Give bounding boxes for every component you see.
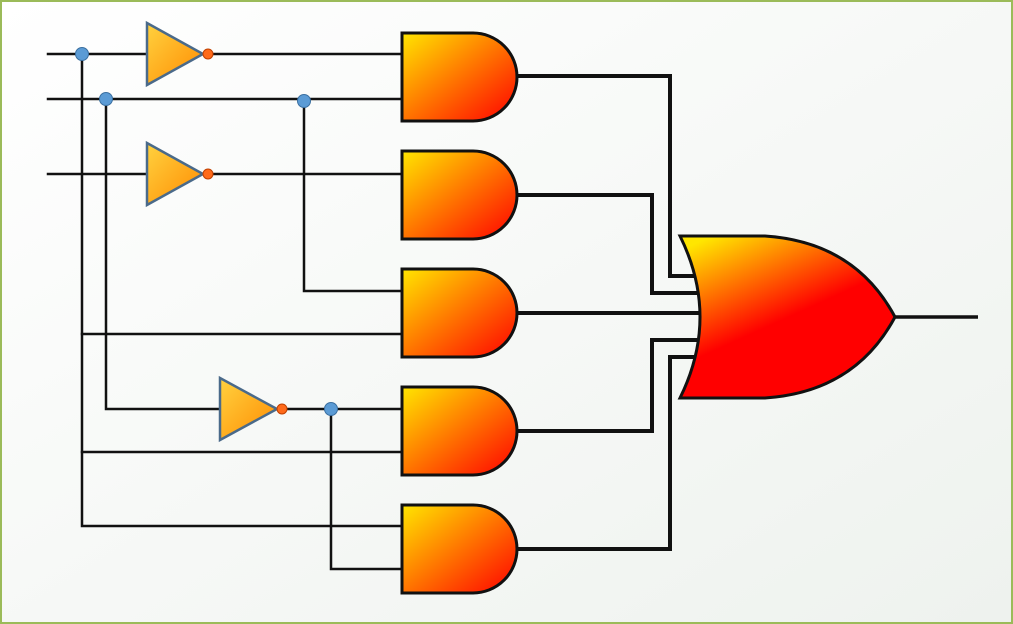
inverter-3 (218, 375, 280, 443)
and-gate-1 (400, 31, 519, 123)
wire-and5-out (517, 355, 698, 551)
and-gate-4 (400, 385, 519, 477)
junction-dot-not-b (324, 402, 338, 416)
inversion-bubble-1 (202, 48, 214, 60)
wire-and2-out (517, 193, 702, 295)
junction-dot-a (75, 47, 89, 61)
junction-dot-b (99, 92, 113, 106)
output-wires (517, 74, 978, 551)
junctions (75, 47, 338, 416)
junction-dot-b-branch (297, 94, 311, 108)
and-gates (400, 31, 519, 595)
inverter-2 (145, 140, 206, 208)
wire-bus-b (104, 97, 222, 411)
and-gate-3 (400, 267, 519, 359)
and-gate-2 (400, 149, 519, 241)
inverter-1 (145, 20, 206, 88)
wire-bus-a (80, 52, 404, 528)
and-gate-5 (400, 503, 519, 595)
wire-b-to-and3 (302, 99, 404, 293)
inverters (145, 20, 288, 443)
wire-and1-out (517, 74, 700, 278)
wire-and4-out (517, 338, 702, 433)
inversion-bubble-2 (202, 168, 214, 180)
or-gate (677, 234, 897, 400)
inversion-bubble-3 (276, 403, 288, 415)
wires (46, 52, 404, 571)
wire-not-b-to-and5 (329, 407, 404, 571)
